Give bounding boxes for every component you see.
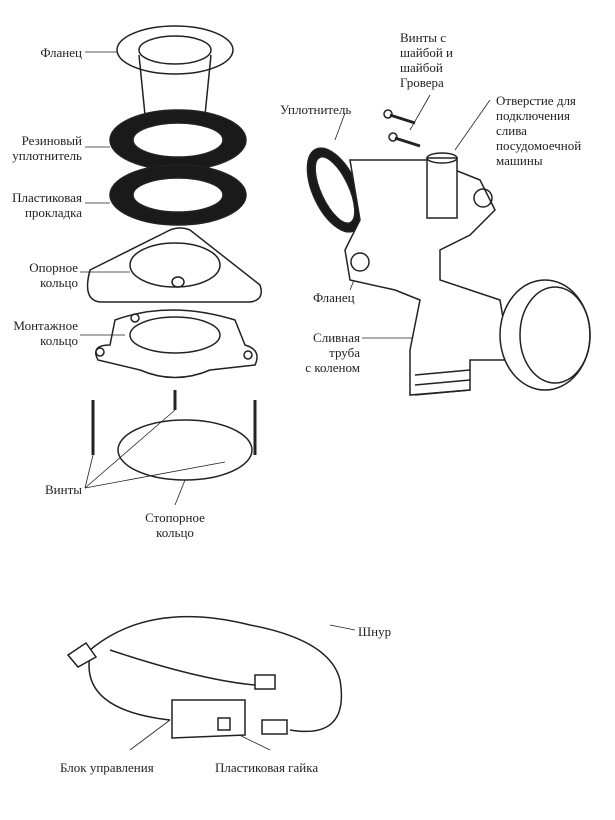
label-dishwasher-inlet: Отверстие для подключения слива посудомо… — [496, 93, 582, 168]
label-mounting-ring: Монтажное кольцо — [13, 318, 78, 348]
label-flange-left: Фланец — [40, 45, 82, 60]
plastic-gasket-part — [109, 164, 247, 226]
cord-and-control-unit — [66, 615, 343, 739]
rubber-seal-part — [109, 109, 247, 171]
mounting-ring-part — [95, 309, 258, 379]
label-snap-ring: Стопорное кольцо — [145, 510, 205, 540]
screws-part — [91, 390, 257, 455]
support-ring-part — [86, 227, 262, 303]
label-plastic-nut: Пластиковая гайка — [215, 760, 319, 775]
label-drain-pipe: Сливная труба с коленом — [305, 330, 360, 375]
label-control-unit: Блок управления — [60, 760, 154, 775]
label-screws-washer: Винты с шайбой и шайбой Гровера — [400, 30, 454, 90]
flange-part — [116, 25, 234, 124]
drain-pipe-part — [306, 109, 591, 396]
label-cord: Шнур — [358, 624, 392, 639]
label-flange-right: Фланец — [313, 290, 355, 305]
label-screws: Винты — [44, 482, 82, 497]
label-support-ring: Опорное кольцо — [29, 260, 78, 290]
label-seal: Уплотнитель — [280, 102, 352, 117]
snap-ring-part — [117, 419, 253, 481]
label-rubber-seal: Резиновый уплотнитель — [12, 133, 82, 163]
label-plastic-gasket: Пластиковая прокладка — [12, 190, 82, 220]
